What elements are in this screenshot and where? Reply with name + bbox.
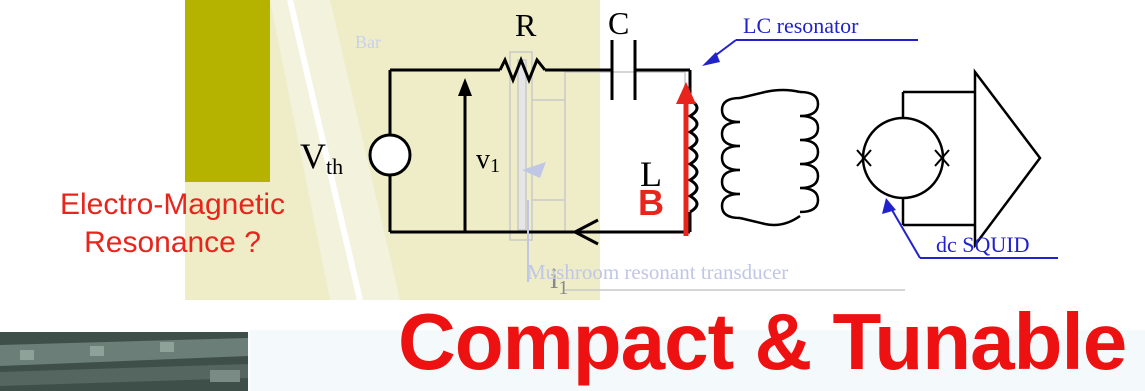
bar-pale-slant	[270, 0, 400, 300]
device-photo	[0, 332, 248, 391]
coil-connector-top	[764, 88, 801, 94]
em-line-2: Resonance ?	[84, 226, 261, 259]
coil-connector-bottom	[764, 214, 801, 227]
amplifier-triangle	[973, 68, 1042, 249]
bar-olive-block	[185, 0, 270, 182]
v1-label: v1	[476, 144, 500, 177]
faint-bottom-tint	[250, 330, 1145, 391]
resistor-label: R	[515, 7, 537, 43]
josephson-junctions	[856, 149, 950, 167]
transducer-label: Mushroom resonant transducer	[527, 260, 788, 284]
dc-squid-arrowhead	[882, 198, 896, 214]
secondary-coil	[720, 96, 741, 220]
bar-edge-line	[287, 0, 363, 301]
inductor-coil	[686, 98, 699, 214]
secondary-coil-bottom-lead	[739, 216, 766, 226]
compact-tunable-headline: Compact & Tunable	[398, 297, 1127, 386]
squid-loop	[861, 116, 945, 200]
dc-squid-label: dc SQUID	[936, 232, 1030, 257]
em-line-1: Electro-Magnetic	[59, 188, 286, 221]
transducer-arrowhead	[522, 162, 546, 178]
inductor-label: L	[640, 154, 662, 194]
v1-arrowhead	[458, 78, 472, 96]
lc-resonator-arrowhead	[702, 52, 720, 66]
b-field-arrowhead	[676, 82, 696, 104]
electro-magnetic-resonance-label: Electro-Magnetic Resonance ?	[0, 186, 345, 262]
squid-input-coil	[799, 90, 820, 214]
lc-resonator-label: LC resonator	[743, 13, 859, 38]
current-arrowhead	[571, 218, 599, 246]
voltage-source-symbol	[368, 133, 412, 177]
squid-leads	[901, 90, 975, 227]
source-label: Vth	[300, 136, 343, 179]
resistor-symbol	[498, 55, 547, 85]
dc-squid-leader	[891, 209, 921, 259]
current-label: i1	[550, 262, 568, 299]
secondary-coil-top-lead	[739, 90, 766, 100]
bar-label: Bar	[355, 32, 381, 52]
capacitor-label: C	[608, 5, 629, 41]
b-field-label: B	[638, 182, 664, 223]
